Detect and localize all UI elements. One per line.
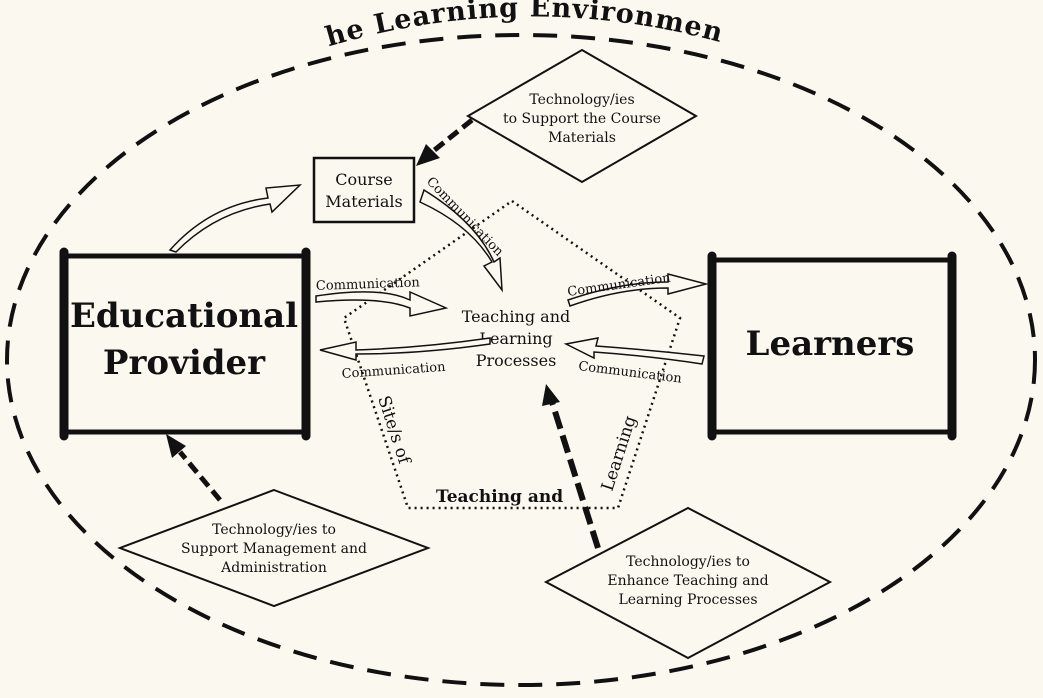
center-to-learners-arrow: Communication (566, 271, 709, 307)
center-line3: Processes (476, 351, 557, 370)
site-label-bottom: Teaching and (436, 487, 563, 507)
comm-label-learners-center: Communication (578, 359, 684, 387)
tech-teaching-line3: Learning Processes (618, 592, 757, 608)
provider-box: Educational Provider (59, 247, 311, 441)
comm-label-provider-center: Communication (316, 275, 421, 294)
environment-title: The Learning Environment (0, 0, 727, 53)
tech-course-line1: Technology/ies (529, 92, 634, 108)
course-to-center-arrow: Communication (419, 174, 507, 293)
comm-label-center-learners: Communication (566, 271, 672, 300)
provider-to-course-arrow (168, 184, 303, 253)
provider-label-line1: Educational (70, 296, 298, 336)
course-materials-box: Course Materials (312, 156, 416, 224)
tech-course-arrow (416, 118, 474, 166)
site-label-left: Site/s of (373, 393, 414, 468)
tech-course-line3: Materials (548, 130, 616, 146)
tech-mgmt-arrow (166, 434, 222, 502)
provider-label-line2: Provider (103, 343, 266, 383)
tech-mgmt-line2: Support Management and (181, 541, 367, 557)
environment-boundary (5, 33, 1037, 687)
learners-box: Learners (707, 251, 957, 441)
tech-teaching-diamond: Technology/ies to Enhance Teaching and L… (543, 506, 833, 660)
site-label-right: Learning (598, 413, 641, 493)
course-materials-line2: Materials (325, 192, 402, 211)
course-materials-line1: Course (335, 170, 393, 189)
tech-course-diamond: Technology/ies to Support the Course Mat… (466, 48, 698, 184)
learners-to-center-arrow: Communication (563, 337, 705, 387)
comm-label-center-provider: Communication (341, 360, 446, 382)
center-line2: Learning (479, 329, 552, 348)
tech-teaching-arrow (542, 384, 601, 549)
center-line1: Teaching and (462, 307, 571, 326)
tech-mgmt-diamond: Technology/ies to Support Management and… (117, 488, 431, 608)
provider-to-center-arrow: Communication (315, 275, 449, 317)
center-to-provider-arrow: Communication (319, 337, 491, 382)
tech-mgmt-line1: Technology/ies to (212, 522, 336, 538)
teaching-learning-processes: Teaching and Learning Processes (462, 307, 571, 370)
tech-teaching-line1: Technology/ies to (626, 554, 750, 570)
comm-label-course-center: Communication (423, 174, 506, 260)
learners-label: Learners (746, 324, 915, 364)
tech-teaching-line2: Enhance Teaching and (607, 573, 768, 589)
tech-course-line2: to Support the Course (503, 111, 661, 127)
tech-mgmt-line3: Administration (220, 560, 327, 576)
